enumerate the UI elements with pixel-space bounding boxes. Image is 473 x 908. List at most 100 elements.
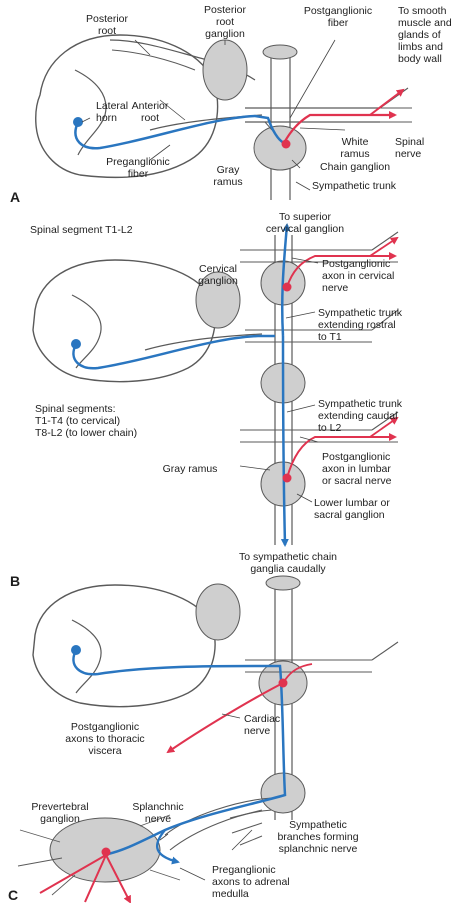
label-line: Spinal segment T1-L2 bbox=[30, 224, 133, 236]
label-line: to L2 bbox=[318, 422, 342, 434]
panel-letter: C bbox=[8, 887, 18, 903]
label-line: Spinal bbox=[395, 136, 424, 148]
trunk-top-cap bbox=[266, 576, 300, 590]
label-line: horn bbox=[96, 112, 117, 124]
label-line: axons to thoracic bbox=[65, 733, 144, 745]
label-line: Cardiac bbox=[244, 713, 280, 725]
label-line: ramus bbox=[213, 176, 242, 188]
label-gray-ramus: Gray ramus bbox=[163, 463, 218, 475]
label-line: limbs and bbox=[398, 41, 443, 53]
label-line: nerve bbox=[244, 725, 270, 737]
label-spinal-segment: Spinal segment T1-L2 bbox=[30, 224, 133, 236]
label-line: Chain ganglion bbox=[320, 161, 390, 173]
label-line: nerve bbox=[322, 282, 348, 294]
prevertebral-ganglion-cell bbox=[102, 848, 111, 857]
label-line: fiber bbox=[328, 17, 349, 29]
label-line: cervical ganglion bbox=[266, 223, 344, 235]
label-line: nerve bbox=[395, 148, 421, 160]
spinal-cord-gray-matter bbox=[72, 620, 101, 693]
label-anterior-root: Anteriorroot bbox=[132, 100, 169, 124]
label-line: Lateral bbox=[96, 100, 128, 112]
label-preganglionic-adrenal: Preganglionicaxons to adrenalmedulla bbox=[212, 864, 290, 900]
label-spinal-segments: Spinal segments:T1-T4 (to cervical)T8-L2… bbox=[35, 403, 137, 439]
preganglionic-fiber-b bbox=[73, 336, 275, 368]
label-line: viscera bbox=[88, 745, 121, 757]
label-line: nerve bbox=[145, 813, 171, 825]
label-line: ganglion bbox=[198, 275, 238, 287]
label-postganglionic-fiber: Postganglionicfiber bbox=[304, 5, 372, 29]
label-line: extending rostral bbox=[318, 319, 396, 331]
label-line: root bbox=[98, 25, 116, 37]
label-line: medulla bbox=[212, 888, 249, 900]
label-line: T8-L2 (to lower chain) bbox=[35, 427, 137, 439]
label-line: ganglia caudally bbox=[250, 563, 326, 575]
panel-letter: B bbox=[10, 573, 20, 589]
trunk-top-cap bbox=[263, 45, 297, 59]
label-line: axon in cervical bbox=[322, 270, 394, 282]
spinal-cord-outline bbox=[33, 585, 215, 707]
label-line: Preganglionic bbox=[106, 156, 170, 168]
panel-letter: A bbox=[10, 189, 20, 205]
label-line: Anterior bbox=[132, 100, 169, 112]
label-chain-ganglion: Chain ganglion bbox=[320, 161, 390, 173]
label-line: To superior bbox=[279, 211, 331, 223]
label-line: Lower lumbar or bbox=[314, 497, 390, 509]
label-line: Postganglionic bbox=[322, 451, 390, 463]
label-line: Gray bbox=[217, 164, 241, 176]
label-line: Preganglionic bbox=[212, 864, 276, 876]
label-sympathetic-trunk: Sympathetic trunk bbox=[312, 180, 397, 192]
label-line: ganglion bbox=[205, 28, 245, 40]
label-line: Posterior bbox=[204, 4, 247, 16]
label-line: splanchnic nerve bbox=[279, 843, 358, 855]
label-line: extending caudal bbox=[318, 410, 397, 422]
label-line: Prevertebral bbox=[31, 801, 88, 813]
postganglionic-branch-up bbox=[370, 90, 403, 115]
label-line: Sympathetic trunk bbox=[318, 398, 403, 410]
thoracic-ganglion-cell bbox=[279, 679, 288, 688]
label-line: glands of bbox=[398, 29, 441, 41]
label-line: Splanchnic bbox=[132, 801, 183, 813]
label-spinal-nerve: Spinalnerve bbox=[395, 136, 424, 160]
label-line: axons to adrenal bbox=[212, 876, 290, 888]
label-line: White bbox=[342, 136, 369, 148]
label-line: fiber bbox=[128, 168, 149, 180]
chain-ganglion bbox=[254, 126, 306, 170]
lower-chain-ganglion bbox=[261, 773, 305, 813]
label-line: sacral ganglion bbox=[314, 509, 385, 521]
label-line: Sympathetic trunk bbox=[318, 307, 403, 319]
posterior-root-ganglion bbox=[196, 584, 240, 640]
label-line: Sympathetic trunk bbox=[312, 180, 397, 192]
label-line: branches forming bbox=[277, 831, 358, 843]
label-line: body wall bbox=[398, 53, 442, 65]
label-line: T1-T4 (to cervical) bbox=[35, 415, 120, 427]
label-line: root bbox=[141, 112, 159, 124]
cervical-ganglion-cell bbox=[283, 283, 292, 292]
label-leader-lines-c bbox=[160, 714, 252, 880]
label-line: Postganglionic bbox=[322, 258, 390, 270]
label-line: Spinal segments: bbox=[35, 403, 116, 415]
chain-ganglion-cell bbox=[282, 140, 291, 149]
label-white-ramus: Whiteramus bbox=[340, 136, 369, 160]
label-line: Gray ramus bbox=[163, 463, 218, 475]
label-line: ganglion bbox=[40, 813, 80, 825]
label-line: muscle and bbox=[398, 17, 452, 29]
label-lower-lumbar: Lower lumbar orsacral ganglion bbox=[314, 497, 390, 521]
label-line: To smooth bbox=[398, 5, 447, 17]
